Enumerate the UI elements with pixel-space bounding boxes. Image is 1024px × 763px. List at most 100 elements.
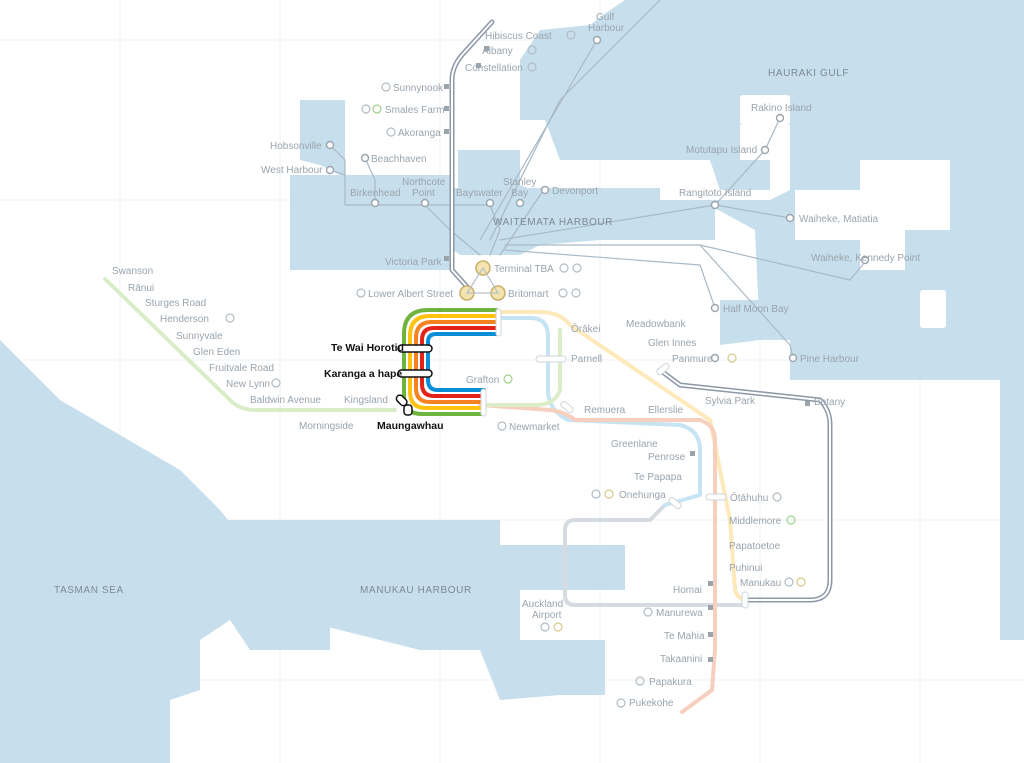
station-te-wai-horotiu[interactable]: Te Wai Horotiu bbox=[331, 342, 404, 354]
park-and-ride-icon bbox=[386, 127, 396, 137]
station-waiheke-matiatia[interactable]: Waiheke, Matiatia bbox=[799, 214, 879, 225]
station-takaanini[interactable]: Takaanini bbox=[660, 654, 702, 665]
park-and-ride-icon bbox=[527, 45, 537, 55]
station-hibiscus-coast[interactable]: Hibiscus Coast bbox=[485, 31, 552, 42]
station-fruitvale[interactable]: Fruitvale Road bbox=[209, 363, 274, 374]
station-manurewa[interactable]: Manurewa bbox=[656, 608, 703, 619]
station-papakura[interactable]: Papakura bbox=[649, 677, 692, 688]
park-and-ride-icon bbox=[566, 30, 576, 40]
station-lower-albert[interactable]: Lower Albert Street bbox=[368, 289, 453, 300]
station-te-mahia[interactable]: Te Mahia bbox=[664, 631, 705, 642]
station-otahuhu[interactable]: Ōtāhuhu bbox=[730, 492, 768, 504]
station-ranui[interactable]: Rānui bbox=[128, 283, 154, 294]
station-meadowbank[interactable]: Meadowbank bbox=[626, 319, 686, 330]
bus-icon bbox=[604, 489, 614, 499]
station-labels: Hibiscus Coast Albany Constellation Gulf… bbox=[112, 12, 920, 709]
bus-icon bbox=[796, 577, 806, 587]
station-sunnyvale[interactable]: Sunnyvale bbox=[176, 331, 223, 342]
station-sylvia-park[interactable]: Sylvia Park bbox=[705, 396, 756, 407]
station-pine-harbour[interactable]: Pine Harbour bbox=[800, 354, 860, 365]
station-swanson[interactable]: Swanson bbox=[112, 266, 153, 277]
station-beachhaven[interactable]: Beachhaven bbox=[371, 154, 427, 165]
station-markers bbox=[325, 35, 870, 662]
station-papatoetoe[interactable]: Papatoetoe bbox=[729, 541, 781, 552]
station-karanga-a-hape[interactable]: Karanga a hape bbox=[324, 368, 402, 380]
station-sunnynook[interactable]: Sunnynook bbox=[393, 83, 444, 94]
manukau-harbour bbox=[200, 520, 625, 700]
rangitoto-island bbox=[660, 125, 790, 200]
station-greenlane[interactable]: Greenlane bbox=[611, 439, 658, 450]
station-middlemore[interactable]: Middlemore bbox=[729, 516, 782, 527]
station-bayswater[interactable]: Bayswater bbox=[456, 188, 503, 199]
station-henderson[interactable]: Henderson bbox=[160, 314, 209, 325]
station-newmarket[interactable]: Newmarket bbox=[509, 422, 560, 433]
station-stanley-bay-2[interactable]: Bay bbox=[511, 188, 528, 199]
park-and-ride-icon bbox=[571, 288, 581, 298]
station-remuera[interactable]: Remuera bbox=[584, 405, 626, 416]
park-and-ride-icon bbox=[572, 263, 582, 273]
station-albany[interactable]: Albany bbox=[482, 46, 513, 57]
airport-icon bbox=[591, 489, 601, 499]
station-panmure[interactable]: Panmure bbox=[672, 354, 713, 365]
station-onehunga[interactable]: Onehunga bbox=[619, 490, 666, 501]
station-ellerslie[interactable]: Ellerslie bbox=[648, 405, 683, 416]
park-and-ride-icon bbox=[356, 288, 366, 298]
station-orakei[interactable]: Ōrākei bbox=[571, 323, 600, 335]
station-northcote-2[interactable]: Point bbox=[412, 188, 435, 199]
station-constellation[interactable]: Constellation bbox=[465, 63, 523, 74]
station-botany[interactable]: Botany bbox=[814, 397, 845, 408]
park-and-ride-icon bbox=[497, 421, 507, 431]
station-birkenhead[interactable]: Birkenhead bbox=[350, 188, 401, 199]
station-parnell[interactable]: Parnell bbox=[571, 354, 602, 365]
station-smales-farm[interactable]: Smales Farm bbox=[385, 105, 444, 116]
station-sturges[interactable]: Sturges Road bbox=[145, 298, 206, 309]
station-motutapu[interactable]: Motutapu Island bbox=[686, 145, 757, 156]
station-penrose[interactable]: Penrose bbox=[648, 452, 686, 463]
tasman-sea-label: TASMAN SEA bbox=[54, 585, 124, 596]
station-maungawhau[interactable]: Maungawhau bbox=[377, 420, 444, 432]
station-glen-innes[interactable]: Glen Innes bbox=[648, 338, 696, 349]
station-half-moon-bay[interactable]: Half Moon Bay bbox=[723, 304, 789, 315]
station-morningside[interactable]: Morningside bbox=[299, 421, 354, 432]
station-homai[interactable]: Homai bbox=[673, 585, 702, 596]
station-akoranga[interactable]: Akoranga bbox=[398, 128, 441, 139]
station-manukau[interactable]: Manukau bbox=[740, 578, 781, 589]
info-icon bbox=[559, 263, 569, 273]
station-rakino[interactable]: Rakino Island bbox=[751, 103, 812, 114]
station-northcote-1[interactable]: Northcote bbox=[402, 177, 446, 188]
station-victoria-park[interactable]: Victoria Park bbox=[385, 257, 443, 268]
park-and-ride-icon bbox=[527, 62, 537, 72]
station-waiheke-kennedy[interactable]: Waiheke, Kennedy Point bbox=[811, 253, 920, 264]
station-rangitoto[interactable]: Rangitoto Island bbox=[679, 188, 751, 199]
station-glen-eden[interactable]: Glen Eden bbox=[193, 347, 240, 358]
station-terminal-tba[interactable]: Terminal TBA bbox=[494, 264, 554, 275]
terminal-icons bbox=[459, 260, 506, 301]
hospital-icon bbox=[372, 104, 382, 114]
station-grafton[interactable]: Grafton bbox=[466, 375, 499, 386]
station-airport-2[interactable]: Airport bbox=[532, 610, 562, 621]
station-west-harbour[interactable]: West Harbour bbox=[261, 165, 323, 176]
airport-icon bbox=[540, 622, 550, 632]
station-devonport[interactable]: Devonport bbox=[552, 186, 598, 197]
station-pukekohe[interactable]: Pukekohe bbox=[629, 698, 674, 709]
station-airport-1[interactable]: Auckland bbox=[522, 599, 563, 610]
bus-icon bbox=[553, 622, 563, 632]
station-puhinui[interactable]: Puhinui bbox=[729, 563, 762, 574]
station-te-papapa[interactable]: Te Papapa bbox=[634, 472, 682, 483]
park-and-ride-icon bbox=[381, 82, 391, 92]
manukau-harbour-label: MANUKAU HARBOUR bbox=[360, 585, 472, 596]
crl-station-bars bbox=[395, 308, 749, 609]
park-and-ride-icon bbox=[784, 577, 794, 587]
station-gulf-harbour-1[interactable]: Gulf bbox=[596, 12, 615, 23]
station-gulf-harbour-2[interactable]: Harbour bbox=[588, 23, 625, 34]
station-stanley-bay-1[interactable]: Stanley bbox=[503, 177, 536, 188]
transit-lines bbox=[103, 0, 866, 714]
islands bbox=[660, 95, 950, 328]
station-new-lynn[interactable]: New Lynn bbox=[226, 379, 270, 390]
station-hobsonville[interactable]: Hobsonville bbox=[270, 141, 322, 152]
station-britomart[interactable]: Britomart bbox=[508, 289, 549, 300]
station-baldwin[interactable]: Baldwin Avenue bbox=[250, 395, 321, 406]
bus-icon bbox=[727, 353, 737, 363]
station-kingsland[interactable]: Kingsland bbox=[344, 395, 388, 406]
